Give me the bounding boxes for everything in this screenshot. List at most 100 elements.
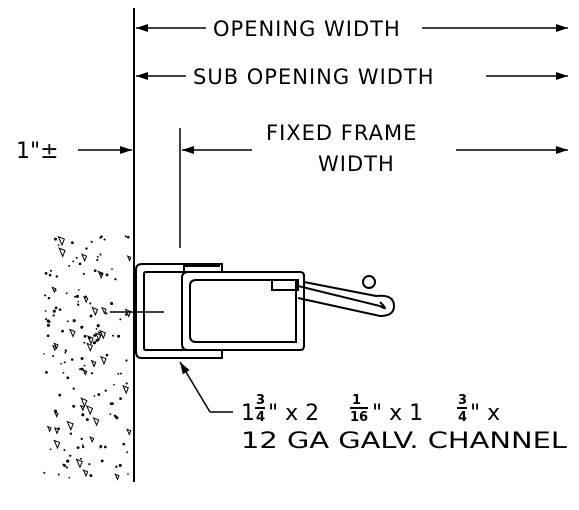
- concrete-speck: [125, 382, 128, 385]
- concrete-speck: [78, 262, 82, 266]
- channel-dimensions-callout: 1 3 4 " x 2 1 16 " x 1 3 4 " x 12 GA GAL…: [241, 393, 568, 454]
- concrete-speck: [125, 359, 128, 362]
- concrete-speck: [57, 473, 60, 476]
- concrete-aggregate: [79, 404, 85, 412]
- concrete-speck: [62, 372, 65, 374]
- concrete-speck: [46, 323, 50, 327]
- concrete-speck: [77, 289, 80, 291]
- concrete-aggregate: [51, 344, 57, 352]
- concrete-speck: [103, 445, 107, 449]
- callout-width1-denominator: 4: [256, 410, 265, 425]
- concrete-speck: [55, 275, 58, 278]
- concrete-aggregate: [51, 286, 57, 294]
- concrete-aggregate: [126, 428, 132, 436]
- concrete-aggregate: [57, 235, 66, 247]
- concrete-speck: [77, 303, 80, 306]
- concrete-speck: [105, 353, 109, 357]
- concrete-speck: [109, 413, 112, 416]
- concrete-speck: [48, 273, 52, 277]
- concrete-speck: [119, 372, 122, 375]
- concrete-aggregate: [85, 405, 94, 416]
- concrete-aggregate: [86, 335, 94, 345]
- concrete-speck: [58, 393, 62, 397]
- concrete-aggregate: [53, 439, 61, 450]
- concrete-speck: [45, 318, 48, 321]
- concrete-aggregate: [82, 469, 89, 478]
- inner-channel: [181, 271, 305, 351]
- opening-width-label: OPENING WIDTH: [213, 17, 401, 41]
- concrete-speck: [79, 457, 82, 460]
- concrete-aggregate: [122, 384, 129, 395]
- concrete-speck: [79, 368, 82, 371]
- callout-width1-whole: 1: [241, 401, 255, 426]
- concrete-speck: [100, 235, 103, 238]
- concrete-speck: [113, 383, 115, 386]
- concrete-speck: [63, 449, 66, 451]
- concrete-speck: [63, 361, 66, 364]
- concrete-speck: [118, 463, 122, 467]
- inner-channel-notch: [183, 265, 220, 272]
- concrete-aggregate: [46, 425, 52, 433]
- callout-separator1: " x 2: [268, 401, 319, 426]
- concrete-speck: [77, 300, 79, 303]
- concrete-speck: [75, 294, 79, 298]
- concrete-speck: [75, 256, 78, 259]
- concrete-speck: [82, 272, 85, 275]
- concrete-speck: [117, 372, 120, 375]
- concrete-speck: [114, 278, 117, 281]
- concrete-aggregate: [101, 306, 107, 315]
- concrete-speck: [127, 473, 129, 475]
- concrete-speck: [93, 395, 96, 397]
- concrete-speck: [90, 372, 94, 375]
- concrete-speck: [66, 320, 69, 323]
- concrete-speck: [83, 364, 86, 367]
- concrete-speck: [64, 349, 68, 352]
- concrete-speck: [112, 334, 114, 337]
- concrete-speck: [72, 260, 75, 263]
- concrete-speck: [46, 319, 50, 323]
- concrete-aggregate: [66, 420, 74, 432]
- offset-label: 1"±: [16, 139, 59, 164]
- concrete-speck: [44, 310, 47, 312]
- concrete-speck: [92, 341, 96, 345]
- concrete-speck: [52, 314, 55, 317]
- concrete-aggregate: [68, 328, 76, 338]
- concrete-speck: [66, 459, 70, 463]
- concrete-speck: [80, 325, 84, 329]
- concrete-aggregate: [97, 270, 104, 280]
- concrete-aggregate: [97, 331, 103, 338]
- concrete-speck: [65, 466, 68, 469]
- callout-material-line: 12 GA GALV. CHANNEL: [241, 429, 568, 454]
- concrete-speck: [58, 308, 62, 311]
- concrete-speck: [71, 241, 74, 245]
- callout-width2-numerator: 1: [352, 393, 361, 408]
- concrete-speck: [53, 409, 58, 413]
- concrete-aggregate: [80, 253, 88, 263]
- concrete-speck: [126, 235, 130, 239]
- concrete-speck: [124, 235, 127, 238]
- concrete-aggregate: [126, 255, 132, 262]
- concrete-speck: [83, 341, 86, 344]
- concrete-speck: [110, 301, 114, 306]
- concrete-speck: [122, 442, 126, 446]
- concrete-speck: [44, 272, 48, 275]
- concrete-aggregate: [99, 355, 107, 366]
- callout-separator3: " x: [470, 401, 500, 426]
- concrete-aggregate: [53, 342, 59, 350]
- inner-channel-lip: [189, 279, 297, 343]
- callout-width1-numerator: 3: [256, 393, 265, 408]
- concrete-speck: [81, 413, 85, 417]
- concrete-speck: [45, 371, 48, 374]
- concrete-speck: [89, 474, 93, 478]
- concrete-speck: [68, 264, 71, 267]
- concrete-speck: [95, 328, 98, 330]
- concrete-speck: [65, 292, 68, 295]
- concrete-speck: [57, 244, 60, 246]
- callout-separator2: " x 1: [372, 401, 423, 426]
- concrete-aggregate: [58, 247, 66, 258]
- concrete-speck: [105, 273, 109, 277]
- concrete-speck: [126, 451, 129, 454]
- concrete-speck: [104, 389, 107, 392]
- concrete-aggregate: [114, 473, 120, 481]
- concrete-speck: [52, 309, 56, 313]
